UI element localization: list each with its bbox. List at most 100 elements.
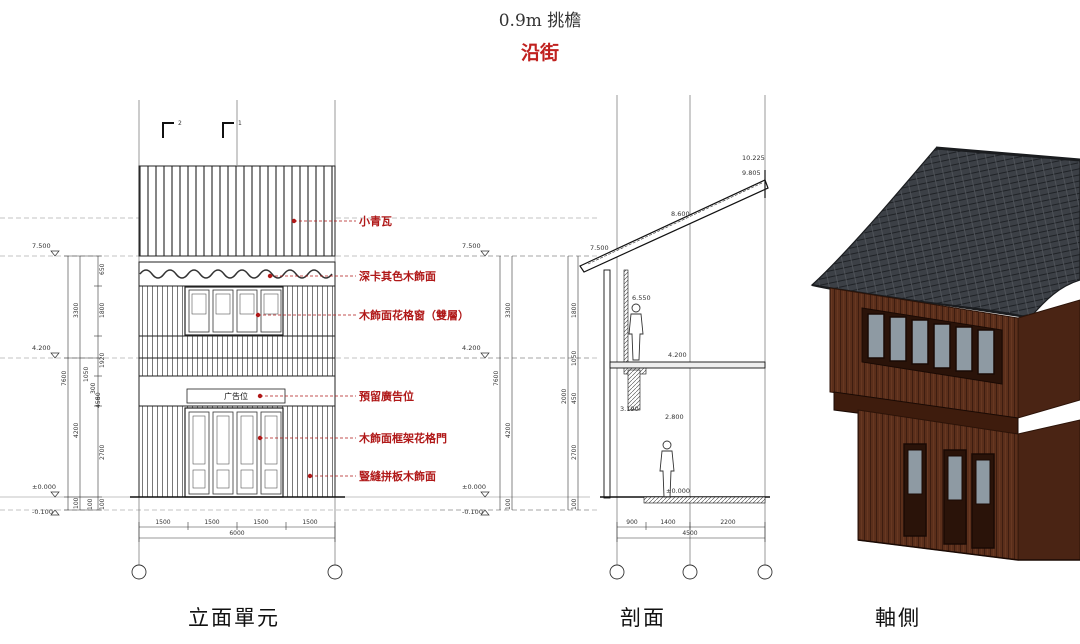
svg-text:1920: 1920 xyxy=(99,353,106,368)
section-total-dim-label: 4500 xyxy=(682,530,697,537)
svg-text:650: 650 xyxy=(99,263,106,275)
svg-text:7.500: 7.500 xyxy=(590,244,609,252)
ad-panel-section xyxy=(627,369,641,411)
section-bottom-dimensions xyxy=(616,522,766,542)
grid-bubble xyxy=(757,564,773,580)
svg-text:3.190: 3.190 xyxy=(620,405,639,413)
caption-elevation: 立面單元 xyxy=(188,606,280,630)
human-figure-icon xyxy=(628,303,644,361)
svg-text:1050: 1050 xyxy=(83,367,90,382)
human-figure-icon xyxy=(659,440,675,498)
svg-text:4.200: 4.200 xyxy=(32,344,51,352)
svg-text:300: 300 xyxy=(90,382,97,394)
svg-text:100: 100 xyxy=(505,498,512,510)
roof-slope xyxy=(579,179,769,273)
ground-slab xyxy=(643,496,766,504)
lattice-doors xyxy=(184,407,284,498)
section-bottom-dim-label: 900 xyxy=(626,519,638,526)
svg-text:100: 100 xyxy=(87,498,94,510)
base-line xyxy=(857,539,1080,561)
page-subtitle: 沿街 xyxy=(520,42,559,64)
total-dim-label: 6000 xyxy=(229,530,244,537)
svg-text:±0.000: ±0.000 xyxy=(462,483,486,491)
upper-windows xyxy=(184,286,284,336)
svg-text:±0.000: ±0.000 xyxy=(666,487,690,495)
lattice-doors-3d xyxy=(903,443,995,549)
level-markers: 7.500 4.200 ±0.000 -0.100 xyxy=(32,242,60,516)
svg-text:10.225: 10.225 xyxy=(742,154,765,162)
svg-text:4200: 4200 xyxy=(73,423,80,438)
page-title: 0.9m 挑檐 xyxy=(498,11,582,31)
callout-roof-tile: 小青瓦 xyxy=(358,214,392,228)
section-bottom-dim-label: 2200 xyxy=(720,519,735,526)
bottom-dim-label: 1500 xyxy=(302,519,317,526)
svg-text:1050: 1050 xyxy=(571,351,578,366)
upper-facade xyxy=(623,269,629,366)
svg-text:-0.100: -0.100 xyxy=(462,508,483,516)
svg-text:100: 100 xyxy=(99,498,106,510)
section-drawing: 10.225 9.805 8.600 7.500 6.550 4.200 3.1… xyxy=(440,95,773,580)
svg-text:6.550: 6.550 xyxy=(632,294,651,302)
roof-ridge xyxy=(935,146,1080,162)
svg-text:1800: 1800 xyxy=(571,303,578,318)
upper-storey-side xyxy=(1017,299,1080,419)
svg-text:2700: 2700 xyxy=(571,445,578,460)
svg-text:2.800: 2.800 xyxy=(665,413,684,421)
callout-lattice-door: 木飾面框架花格門 xyxy=(358,431,447,445)
svg-text:9.805: 9.805 xyxy=(742,169,761,177)
svg-text:7.500: 7.500 xyxy=(32,242,51,250)
vertical-dimensions xyxy=(64,255,102,511)
roof xyxy=(810,147,1080,319)
caption-axonometric: 軸側 xyxy=(875,606,921,630)
svg-text:2000: 2000 xyxy=(561,389,568,404)
svg-text:2700: 2700 xyxy=(99,445,106,460)
axonometric-render xyxy=(810,146,1080,561)
roof-tiles xyxy=(138,165,336,257)
lower-storey-side xyxy=(1017,419,1080,561)
upper-lattice-windows xyxy=(861,307,1003,385)
svg-text:±0.000: ±0.000 xyxy=(32,483,56,491)
section-mark xyxy=(162,122,174,138)
grid-bubble xyxy=(682,564,698,580)
callout-eave-wood: 深卡其色木飾面 xyxy=(359,269,436,283)
grid-bubble xyxy=(327,564,343,580)
callout-dots xyxy=(255,218,313,479)
floor-slab xyxy=(609,361,766,369)
front-wall xyxy=(603,269,611,499)
section-mark-label: 1 xyxy=(238,120,242,127)
svg-text:3300: 3300 xyxy=(505,303,512,318)
bottom-dim-label: 1500 xyxy=(253,519,268,526)
svg-text:7600: 7600 xyxy=(61,371,68,386)
callout-lattice-window: 木飾面花格窗（雙層） xyxy=(358,308,469,322)
eave-band xyxy=(138,261,336,287)
roof-tile-line xyxy=(587,182,763,265)
caption-section: 剖面 xyxy=(620,606,666,630)
svg-text:1800: 1800 xyxy=(99,303,106,318)
bottom-dim-label: 1500 xyxy=(155,519,170,526)
callout-wood-panel: 豎縫拼板木飾面 xyxy=(359,469,436,483)
section-vertical-dimension-labels: 3300 1800 1050 4200 2700 7600 100 100 20… xyxy=(493,303,578,510)
svg-text:3300: 3300 xyxy=(73,303,80,318)
svg-text:50: 50 xyxy=(95,392,102,400)
elevation-drawing: 2 1 广告位 xyxy=(0,100,600,580)
section-mark xyxy=(222,122,234,138)
svg-text:4.200: 4.200 xyxy=(668,351,687,359)
svg-text:4.200: 4.200 xyxy=(462,344,481,352)
svg-text:8.600: 8.600 xyxy=(671,210,690,218)
svg-text:450: 450 xyxy=(95,396,102,408)
grid-bubble xyxy=(609,564,625,580)
svg-text:-0.100: -0.100 xyxy=(32,508,53,516)
ad-sign-label: 广告位 xyxy=(224,391,248,401)
svg-text:100: 100 xyxy=(73,497,80,509)
bottom-dimensions xyxy=(138,522,336,542)
svg-text:7.500: 7.500 xyxy=(462,242,481,250)
section-mark-label: 2 xyxy=(178,120,182,127)
section-vertical-dimensions xyxy=(499,256,579,510)
svg-text:450: 450 xyxy=(571,392,578,404)
grid-bubble xyxy=(131,564,147,580)
bottom-dim-label: 1500 xyxy=(204,519,219,526)
svg-text:100: 100 xyxy=(571,498,578,510)
eave-ornament xyxy=(139,269,333,279)
section-level-markers: 10.225 9.805 8.600 7.500 6.550 4.200 3.1… xyxy=(462,154,765,516)
